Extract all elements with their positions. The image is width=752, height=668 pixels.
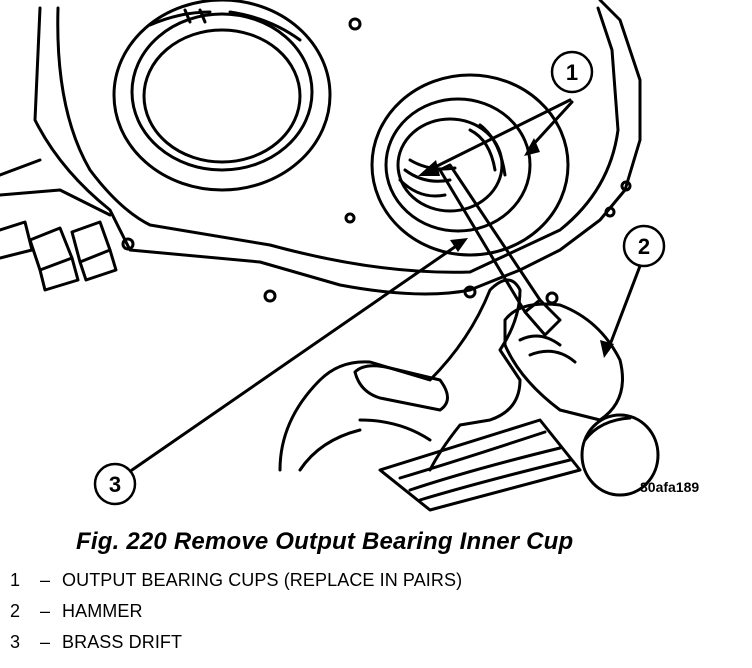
output-bore-mid [384,97,532,233]
large-bore-ring [130,12,314,172]
legend-text: OUTPUT BEARING CUPS (REPLACE IN PAIRS) [62,570,463,590]
housing-outline [33,0,642,296]
legend-item: 3 – BRASS DRIFT [10,632,710,663]
output-bore-outer [370,73,570,257]
callout-2: 2 [638,234,650,259]
legend-number: 2 [10,601,21,621]
callout-circle-2 [622,224,666,268]
figure-caption-title: Fig. 220 Remove Output Bearing Inner Cup [76,528,574,555]
hammer-handle [503,302,624,422]
hand [278,278,522,472]
legend-number: 1 [10,570,21,590]
wood-block [378,418,582,512]
large-bore-inner [142,28,302,164]
housing-lower-edge [0,188,112,217]
large-bore-outer [112,0,332,192]
legend-dash: – [39,632,50,652]
image-code: 80afa189 [640,479,699,495]
legend-text: BRASS DRIFT [62,632,183,652]
callout-1: 1 [566,60,578,85]
legend-item: 1 – OUTPUT BEARING CUPS (REPLACE IN PAIR… [10,570,710,601]
snap-ring [148,10,302,42]
technical-illustration: 1 2 3 80afa189 [0,0,699,512]
legend-dash: – [39,601,50,621]
legend-dash: – [39,570,50,590]
callout-3: 3 [109,472,121,497]
housing-left-wall [0,158,42,177]
legend-text: HAMMER [62,601,143,621]
callout-circle-3 [93,462,137,506]
housing-flange [56,6,620,274]
legend-item: 2 – HAMMER [10,601,710,632]
hammer-head [580,413,660,497]
legend-number: 3 [10,632,21,652]
callout-circle-1 [550,50,594,94]
legend: 1 – OUTPUT BEARING CUPS (REPLACE IN PAIR… [10,570,710,663]
